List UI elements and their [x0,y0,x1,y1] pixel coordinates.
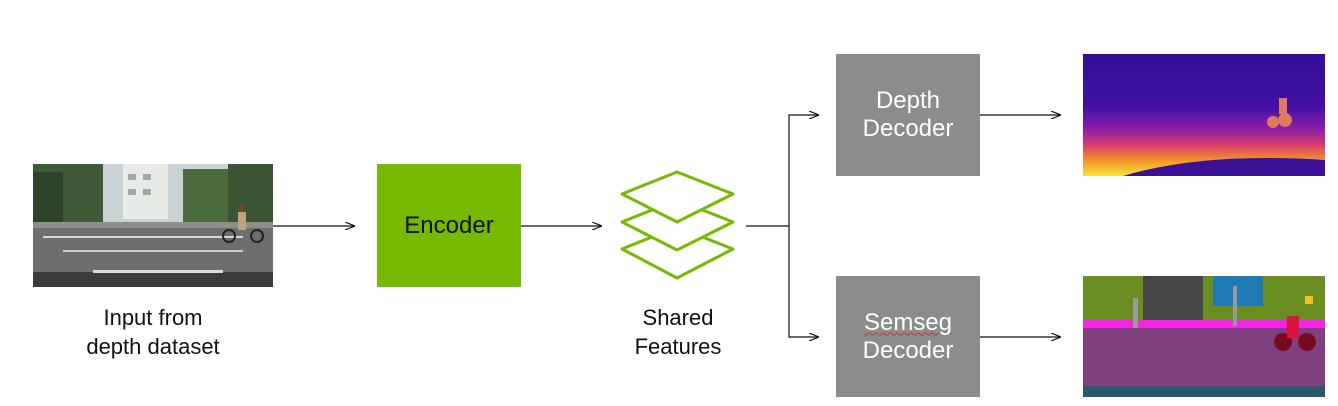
features-label: Shared Features [600,303,756,361]
input-label: Input from depth dataset [33,303,273,361]
semseg-decoder-line2: Decoder [862,336,954,364]
arrow-to-depth-decoder [788,115,818,226]
depth-decoder-line2: Decoder [862,115,954,142]
features-label-line1: Shared [642,305,714,330]
encoder-label: Encoder [404,211,494,239]
encoder-block: Encoder [377,164,521,287]
semseg-decoder-block: Semseg Decoder [836,276,980,397]
depth-decoder-line1: Depth [875,87,941,114]
features-label-line2: Features [634,334,722,359]
semseg-decoder-line1: Semseg [863,308,953,336]
input-label-line1: Input from [103,305,203,330]
input-label-line2: depth dataset [86,334,220,359]
arrow-to-semseg-decoder [788,226,818,337]
depth-decoder-block: Depth Decoder [836,54,980,176]
